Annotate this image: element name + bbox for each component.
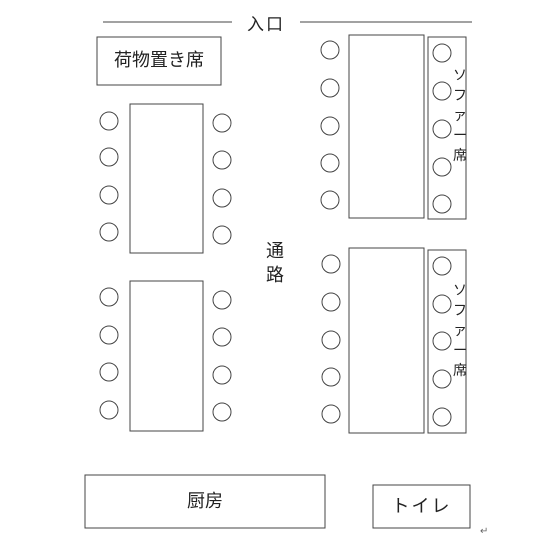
chair (432, 81, 452, 101)
chair (212, 113, 232, 133)
chair (432, 331, 452, 351)
chair (432, 157, 452, 177)
chair (321, 292, 341, 312)
chair (432, 369, 452, 389)
chair (321, 330, 341, 350)
luggage-seat-label: 荷物置き席 (114, 50, 204, 71)
chairs-right-upper-aisle (320, 40, 340, 210)
chair (321, 254, 341, 274)
entrance-label: 入口 (247, 15, 285, 35)
chair (99, 400, 119, 420)
chairs-left-upper-inner (212, 113, 232, 245)
chairs-left-lower-outer (99, 287, 119, 420)
toilet-label: トイレ (391, 496, 452, 517)
chairs-sofa-lower (432, 256, 452, 427)
chair (99, 185, 119, 205)
chair (99, 325, 119, 345)
chair (432, 294, 452, 314)
chair (320, 78, 340, 98)
sofa-bench-lower (427, 249, 467, 434)
chair (99, 287, 119, 307)
kitchen-box (84, 474, 326, 529)
table-right-lower (348, 247, 425, 434)
sofa-seat-label-lower: ソ フ ァ ー 席 (453, 283, 467, 379)
chair (212, 327, 232, 347)
chair (212, 150, 232, 170)
chair (320, 190, 340, 210)
chairs-right-lower-aisle (321, 254, 341, 424)
table-right-upper (348, 34, 425, 219)
aisle-label: 通 路 (266, 241, 284, 286)
chair (321, 404, 341, 424)
chair (212, 225, 232, 245)
chair (432, 119, 452, 139)
luggage-area-box (96, 36, 222, 86)
chair (212, 365, 232, 385)
sofa-seat-label-upper: ソ フ ァ ー 席 (453, 68, 467, 164)
chair (320, 40, 340, 60)
chair (99, 362, 119, 382)
chair (99, 111, 119, 131)
chair (99, 147, 119, 167)
paragraph-return-mark: ↵ (480, 526, 489, 537)
chairs-left-lower-inner (212, 290, 232, 422)
chair (212, 188, 232, 208)
sofa-bench-upper (427, 36, 467, 220)
chair (432, 43, 452, 63)
kitchen-label: 厨房 (187, 491, 223, 512)
chair (321, 367, 341, 387)
chairs-sofa-upper (432, 43, 452, 214)
chair (320, 153, 340, 173)
chair (320, 116, 340, 136)
chair (99, 222, 119, 242)
chair (432, 194, 452, 214)
toilet-box (372, 484, 471, 529)
table-left-upper (129, 103, 204, 254)
table-left-lower (129, 280, 204, 432)
chair (212, 402, 232, 422)
chairs-left-upper-outer (99, 111, 119, 242)
chair (212, 290, 232, 310)
chair (432, 407, 452, 427)
chair (432, 256, 452, 276)
